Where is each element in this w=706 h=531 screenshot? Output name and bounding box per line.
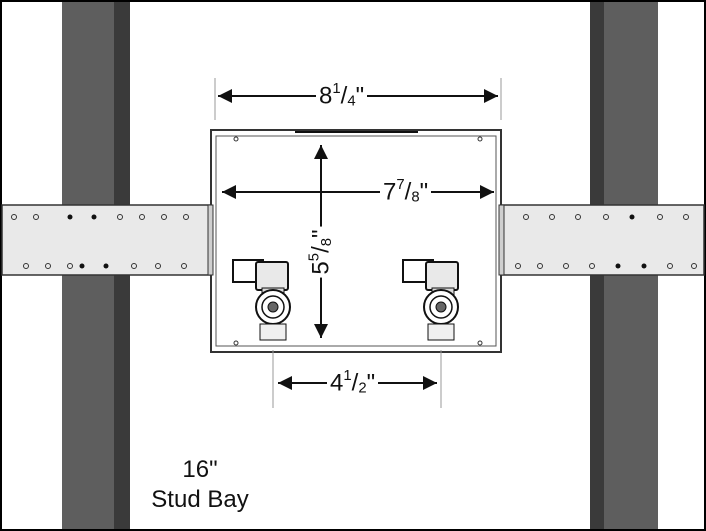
right-valve xyxy=(402,259,459,341)
left-valve xyxy=(232,259,291,341)
right-bracket xyxy=(497,204,705,276)
box-width-label: 81/4" xyxy=(316,82,368,110)
inner-width-label: 77/8" xyxy=(380,178,432,206)
left-bracket xyxy=(1,204,213,276)
stud-bay-label: 16" Stud Bay xyxy=(130,455,270,515)
valve-spacing-label: 41/2" xyxy=(327,369,379,397)
outlet-box xyxy=(207,129,505,353)
inner-height-label: 55/8" xyxy=(306,226,335,278)
stud-bay-text: Stud Bay xyxy=(151,486,249,513)
stud-bay-size: 16" xyxy=(182,456,218,483)
